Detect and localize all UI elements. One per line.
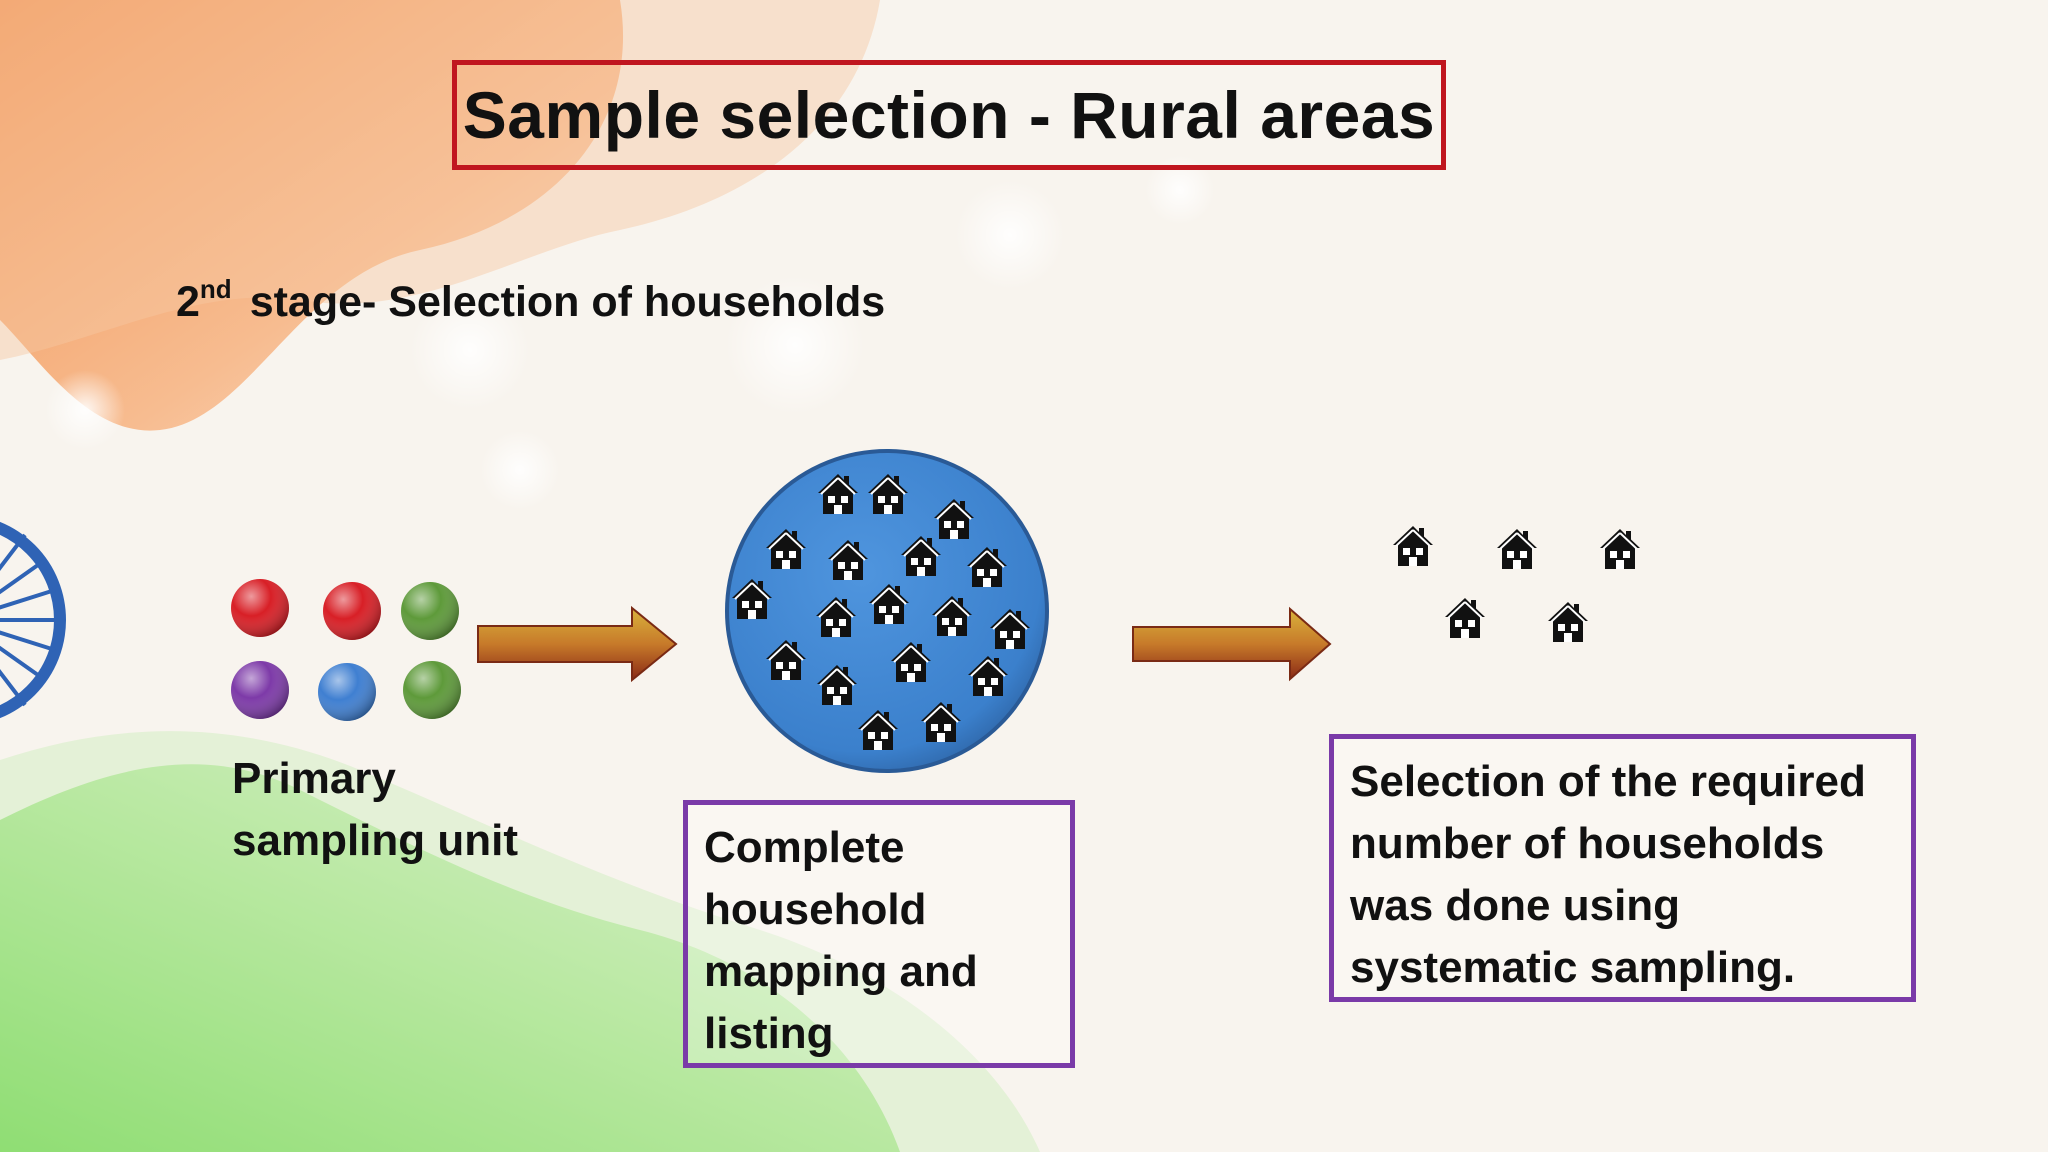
- stage-number: 2: [176, 278, 200, 326]
- psu-dot-green-1: [401, 582, 459, 640]
- house-icon: [1547, 601, 1589, 643]
- systematic-sampling-box: Selection of the required number of hous…: [1329, 734, 1916, 1002]
- house-icon: [1444, 597, 1486, 639]
- psu-dot-blue: [318, 663, 376, 721]
- arrow-right-icon: [477, 605, 678, 683]
- house-icon: [1496, 528, 1538, 570]
- stage-text: stage- Selection of households: [249, 278, 886, 326]
- psu-label: Primary sampling unit: [232, 754, 518, 865]
- stage-heading: 2nd stage- Selection of households: [176, 274, 886, 327]
- psu-dot-purple: [231, 661, 289, 719]
- stage-superscript: nd: [199, 274, 232, 304]
- psu-dot-red-1: [231, 579, 289, 637]
- house-icon: [1599, 528, 1641, 570]
- household-listing-globe: [725, 449, 1049, 773]
- slide-title: Sample selection - Rural areas: [452, 60, 1446, 170]
- chakra-wheel-icon: [0, 521, 66, 719]
- selected-houses: [1392, 525, 1641, 643]
- arrow-right-icon: [1132, 606, 1332, 682]
- psu-dot-green-2: [403, 661, 461, 719]
- psu-dots: [231, 579, 461, 721]
- psu-dot-red-2: [323, 582, 381, 640]
- house-icon: [1392, 525, 1434, 567]
- mapping-listing-box: Complete household mapping and listing: [683, 800, 1075, 1068]
